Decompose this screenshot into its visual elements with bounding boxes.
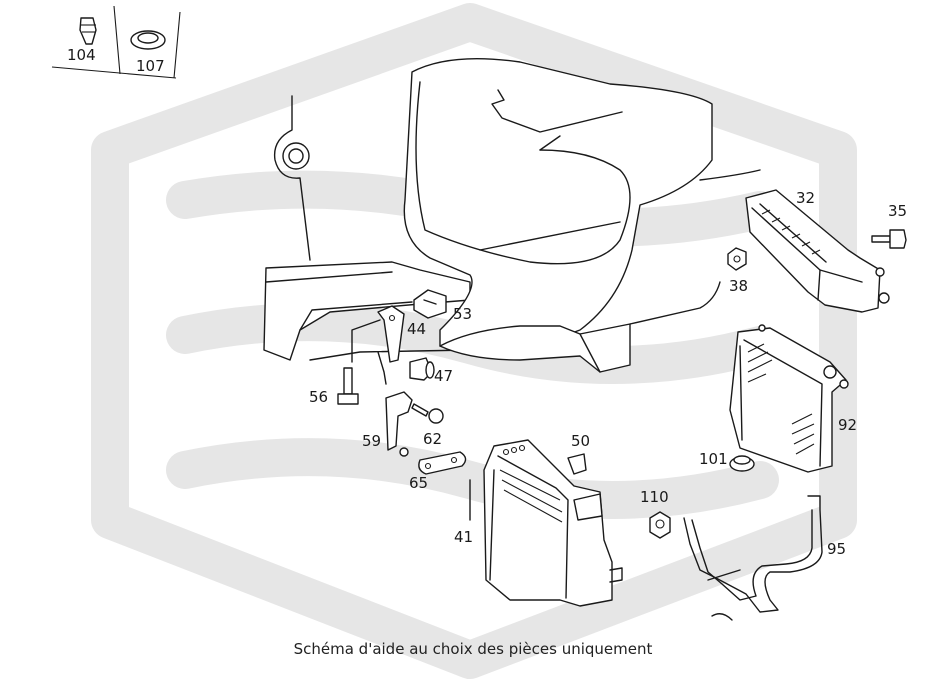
label-65: 65 (409, 474, 428, 492)
label-62: 62 (423, 430, 442, 448)
label-50: 50 (571, 432, 590, 450)
mount-47-icon (409, 357, 435, 381)
clip-53-icon (413, 289, 447, 319)
clip-50-icon (567, 453, 587, 475)
label-47: 47 (434, 367, 453, 385)
label-38: 38 (729, 277, 748, 295)
label-104: 104 (67, 46, 96, 64)
grommet-107-icon (130, 30, 166, 50)
part-labels: 104 107 32 35 38 53 44 47 56 62 59 50 65… (67, 46, 907, 558)
hose-95 (683, 495, 823, 621)
bolt-56-icon (337, 319, 381, 405)
body-frame (263, 57, 761, 373)
nut-110-icon (649, 511, 671, 539)
label-41: 41 (454, 528, 473, 546)
label-92: 92 (838, 416, 857, 434)
label-107: 107 (136, 57, 165, 75)
diagram-caption: Schéma d'aide au choix des pièces unique… (293, 640, 653, 658)
bracket-59-icon (377, 351, 413, 457)
label-59: 59 (362, 432, 381, 450)
clip-104-icon (79, 17, 97, 45)
bracket-44-icon (377, 305, 405, 363)
label-110: 110 (640, 488, 669, 506)
label-44: 44 (407, 320, 426, 338)
module-41 (469, 439, 623, 607)
label-35: 35 (888, 202, 907, 220)
inset-boxes (51, 5, 181, 79)
screw-62-icon (411, 403, 444, 424)
grommet-101-icon (729, 455, 755, 472)
bolt-35-icon (871, 229, 907, 249)
label-95: 95 (827, 540, 846, 558)
plate-65-icon (418, 451, 467, 475)
radiator-mesh (747, 343, 815, 455)
label-101: 101 (699, 450, 728, 468)
label-53: 53 (453, 305, 472, 323)
radiator-92 (729, 324, 849, 473)
label-56: 56 (309, 388, 328, 406)
nut-38-icon (727, 247, 747, 271)
oil-cooler-32 (745, 189, 890, 313)
label-32: 32 (796, 189, 815, 207)
